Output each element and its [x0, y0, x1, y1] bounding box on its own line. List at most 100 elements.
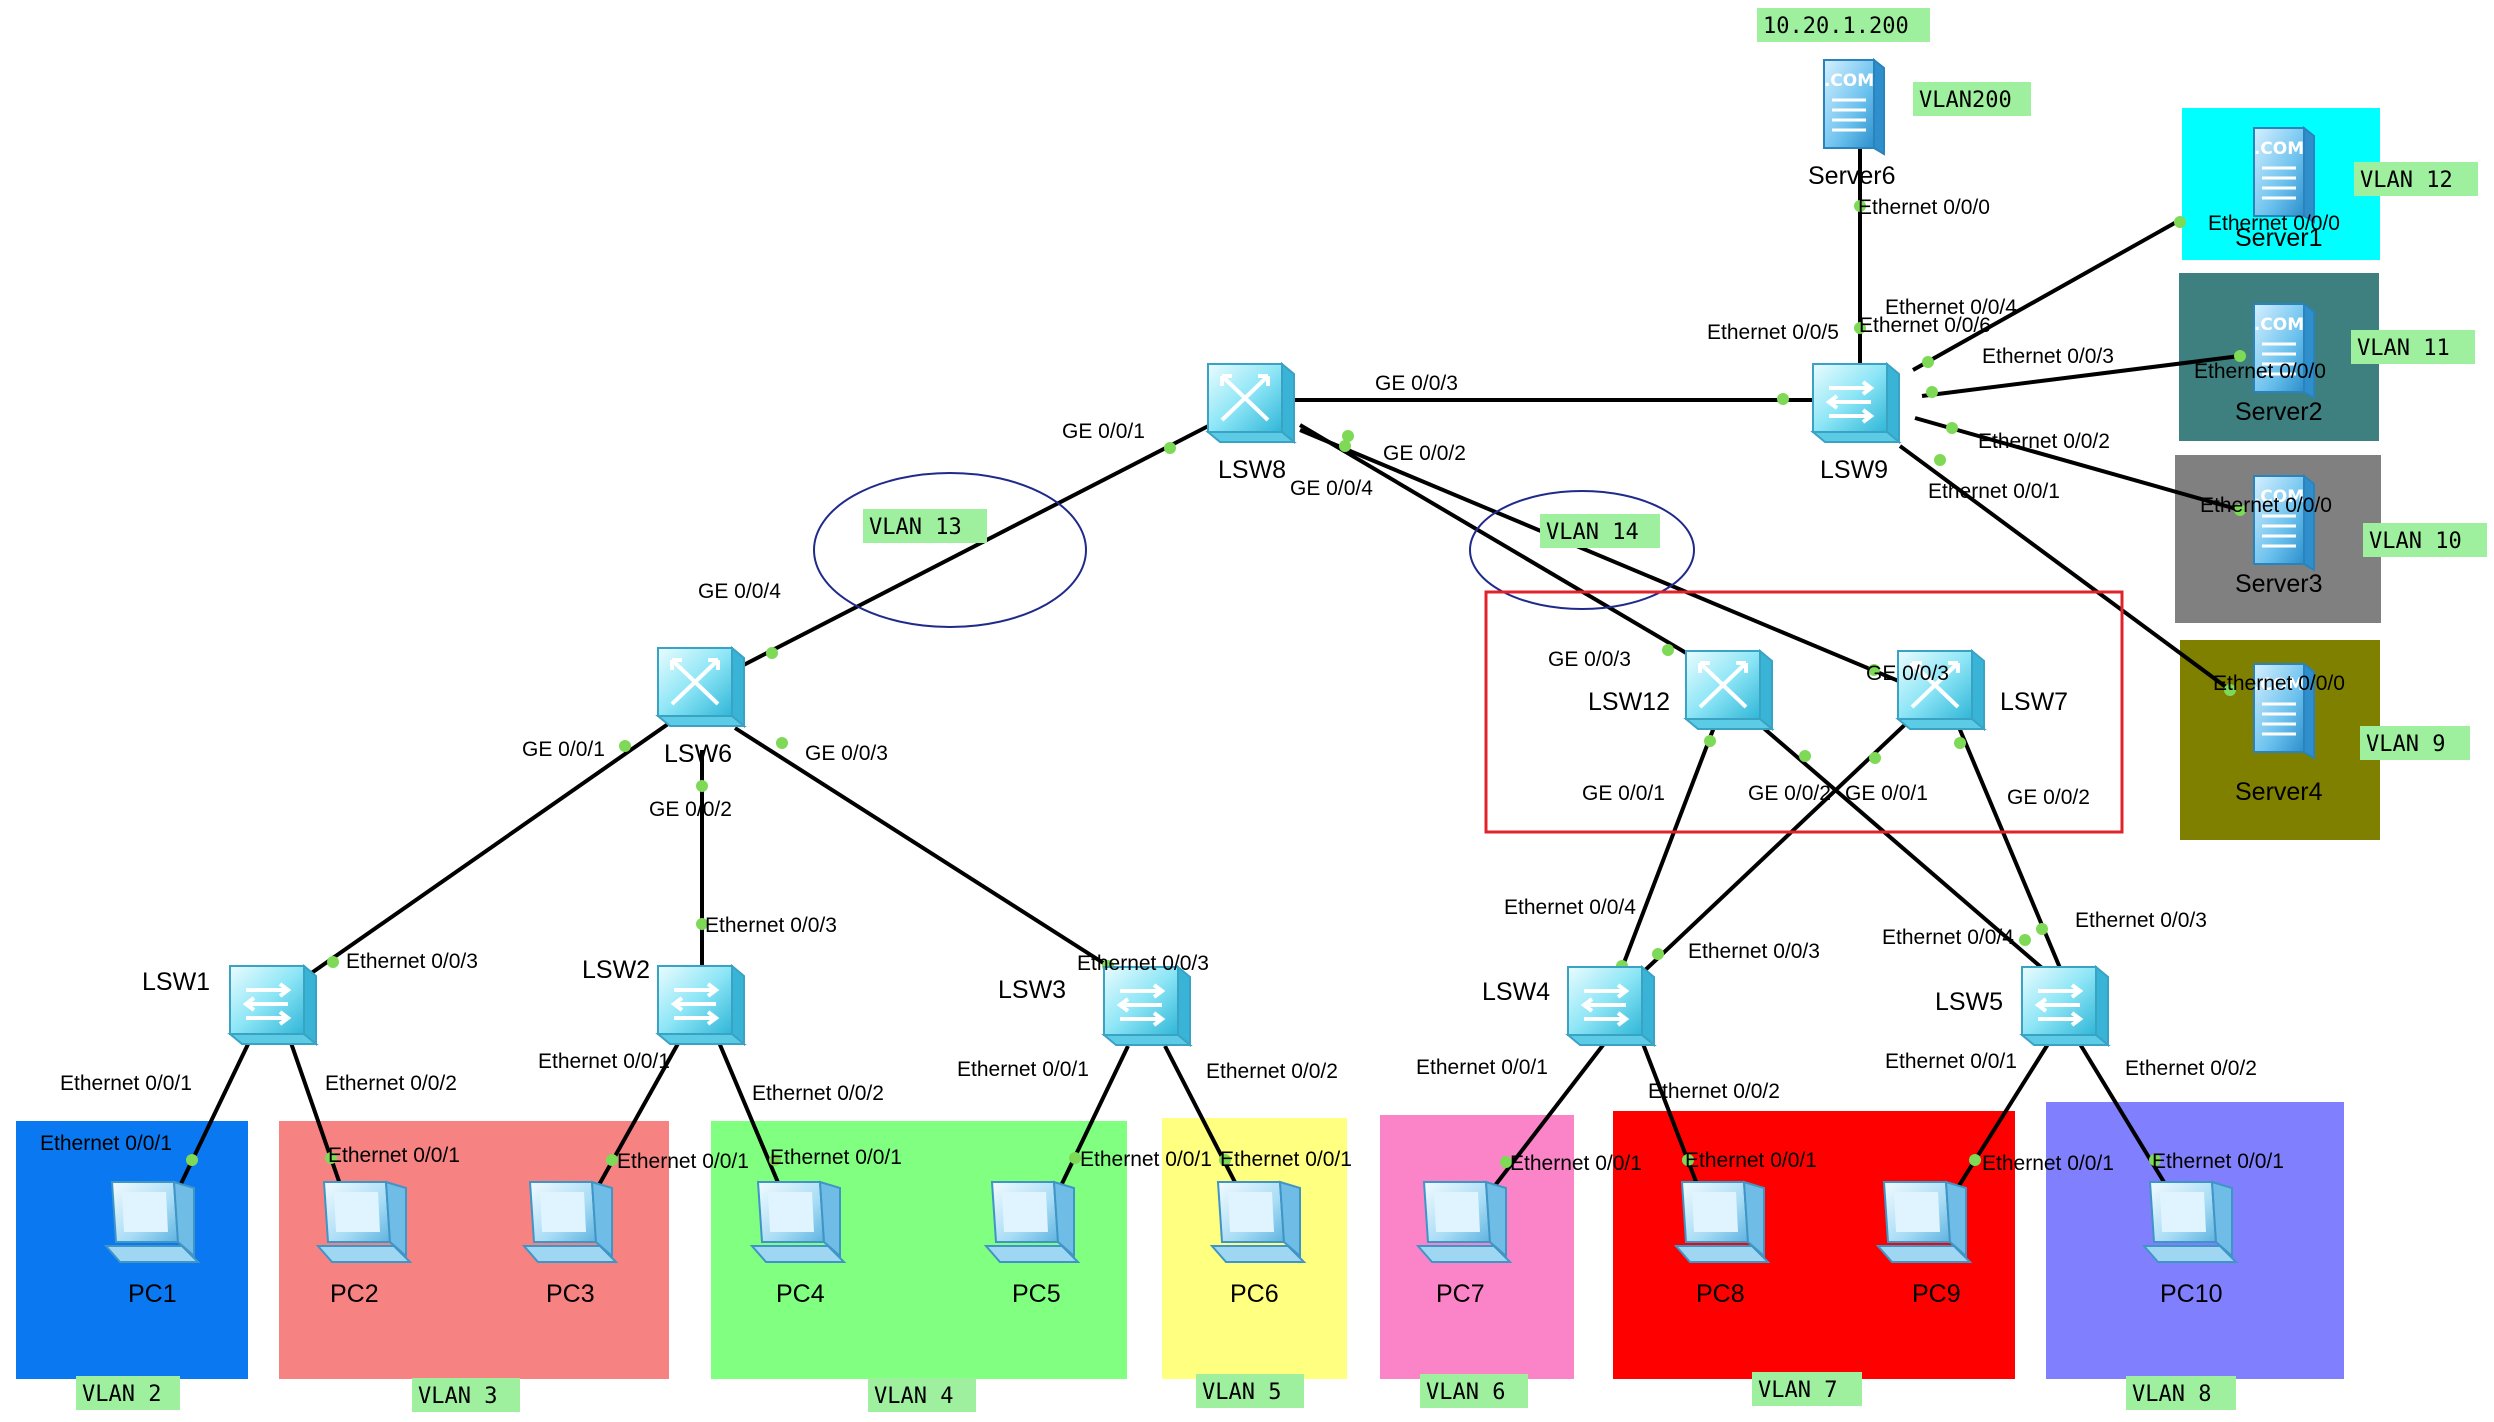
- svg-text:VLAN 14: VLAN 14: [1546, 520, 1639, 545]
- label-lsw3: LSW3: [998, 976, 1066, 1004]
- label-lsw5: LSW5: [1935, 988, 2003, 1016]
- tag-vlan12: VLAN 12: [2354, 162, 2478, 196]
- port-label: GE 0/0/3: [1866, 662, 1949, 685]
- label-pc9: PC9: [1912, 1280, 1961, 1308]
- port-label: Ethernet 0/0/4: [1882, 926, 2014, 949]
- switch-lsw8[interactable]: [1206, 362, 1296, 444]
- switch-lsw9[interactable]: [1811, 362, 1901, 444]
- tag-vlan10: VLAN 10: [2363, 523, 2487, 557]
- port-label: Ethernet 0/0/0: [1858, 196, 1990, 219]
- svg-text:VLAN 8: VLAN 8: [2132, 1382, 2211, 1407]
- link-lsw8-lsw7: [1299, 428, 1921, 692]
- port-label: Ethernet 0/0/3: [1982, 345, 2114, 368]
- switch-lsw2[interactable]: [656, 964, 746, 1046]
- server-server1[interactable]: [2252, 126, 2316, 224]
- svg-text:VLAN 6: VLAN 6: [1426, 1380, 1505, 1405]
- port-label: Ethernet 0/0/2: [1978, 430, 2110, 453]
- port-label: Ethernet 0/0/1: [1510, 1152, 1642, 1175]
- label-pc6: PC6: [1230, 1280, 1279, 1308]
- label-server6: Server6: [1808, 162, 1896, 190]
- link-lsw12-lsw4: [1620, 721, 1718, 969]
- label-lsw12: LSW12: [1588, 688, 1670, 716]
- vlan13-ellipse: [813, 472, 1087, 628]
- link-lsw3-pc6: [1163, 1045, 1242, 1193]
- port-label: GE 0/0/1: [522, 738, 605, 761]
- pc-pc3[interactable]: [523, 1181, 617, 1263]
- pc-pc4[interactable]: [751, 1181, 845, 1263]
- port-label: GE 0/0/2: [1748, 782, 1831, 805]
- port-label: Ethernet 0/0/1: [1685, 1149, 1817, 1172]
- pc-pc6[interactable]: [1211, 1181, 1305, 1263]
- pc-pc7[interactable]: [1417, 1181, 1511, 1263]
- label-pc4: PC4: [776, 1280, 825, 1308]
- switch-lsw4[interactable]: [1566, 965, 1656, 1047]
- port-label: Ethernet 0/0/1: [1220, 1148, 1352, 1171]
- port-label: Ethernet 0/0/4: [1504, 896, 1636, 919]
- port-label: Ethernet 0/0/3: [705, 914, 837, 937]
- link-lsw12-lsw5: [1758, 723, 2044, 970]
- pc-pc2[interactable]: [317, 1181, 411, 1263]
- tag-vlan11: VLAN 11: [2351, 330, 2475, 364]
- port-label: GE 0/0/3: [805, 742, 888, 765]
- label-server1: Server1: [2235, 224, 2323, 252]
- svg-text:VLAN 10: VLAN 10: [2369, 529, 2462, 554]
- link-lsw6-lsw1: [288, 722, 670, 990]
- tag-vlan8: VLAN 8: [2126, 1376, 2236, 1410]
- label-pc2: PC2: [330, 1280, 379, 1308]
- label-lsw4: LSW4: [1482, 978, 1550, 1006]
- link-lsw4-pc8: [1638, 1035, 1702, 1193]
- label-server4: Server4: [2235, 778, 2323, 806]
- port-label: GE 0/0/4: [698, 580, 781, 603]
- label-pc1: PC1: [128, 1280, 177, 1308]
- port-label: GE 0/0/4: [1290, 477, 1373, 500]
- svg-text:VLAN 5: VLAN 5: [1202, 1380, 1281, 1405]
- server-server3[interactable]: [2252, 474, 2316, 572]
- label-lsw6: LSW6: [664, 740, 732, 768]
- link-lsw7-lsw4: [1638, 716, 1914, 977]
- port-label: Ethernet 0/0/0: [2213, 672, 2345, 695]
- port-label: Ethernet 0/0/3: [2075, 909, 2207, 932]
- link-lsw9-server4: [1898, 444, 2232, 692]
- svg-text:VLAN 13: VLAN 13: [869, 515, 962, 540]
- switch-lsw12[interactable]: [1684, 649, 1774, 731]
- port-label: Ethernet 0/0/2: [1648, 1080, 1780, 1103]
- pc-pc1[interactable]: [105, 1181, 199, 1263]
- vlan14-ellipse: [1469, 490, 1695, 610]
- link-lsw2-pc4: [716, 1039, 784, 1193]
- switch-lsw5[interactable]: [2020, 965, 2110, 1047]
- link-lsw9-server2: [1921, 354, 2241, 398]
- tag-vlan9: VLAN 9: [2360, 726, 2470, 760]
- port-label: Ethernet 0/0/4: [1885, 296, 2017, 319]
- tag-vlan13: VLAN 13: [863, 509, 987, 543]
- port-label: Ethernet 0/0/1: [1885, 1050, 2017, 1073]
- link-lsw9-server1: [1912, 218, 2181, 372]
- tag-vlan6: VLAN 6: [1420, 1374, 1528, 1408]
- tag-vlan5: VLAN 5: [1196, 1374, 1304, 1408]
- link-lsw5-pc10: [2078, 1042, 2172, 1194]
- link-lsw8-lsw12: [1298, 423, 1717, 672]
- label-pc7: PC7: [1436, 1280, 1485, 1308]
- svg-text:VLAN 12: VLAN 12: [2360, 168, 2453, 193]
- pc-pc5[interactable]: [985, 1181, 1079, 1263]
- port-label: Ethernet 0/0/3: [1077, 952, 1209, 975]
- server-server6[interactable]: [1822, 58, 1886, 156]
- server-server2[interactable]: [2252, 302, 2316, 400]
- port-label: GE 0/0/3: [1548, 648, 1631, 671]
- link-lsw1-pc2: [288, 1039, 344, 1191]
- link-lsw9-server3: [1914, 416, 2241, 512]
- switch-lsw3[interactable]: [1102, 965, 1192, 1047]
- switch-lsw1[interactable]: [228, 964, 318, 1046]
- switch-lsw6[interactable]: [656, 646, 746, 728]
- pc-pc9[interactable]: [1877, 1181, 1971, 1263]
- tag-vlan2: VLAN 2: [76, 1376, 180, 1410]
- pc-pc8[interactable]: [1675, 1181, 1769, 1263]
- pc-pc10[interactable]: [2143, 1181, 2237, 1263]
- tag-vlan3: VLAN 3: [412, 1378, 520, 1412]
- port-label: Ethernet 0/0/1: [1928, 480, 2060, 503]
- link-lsw3-pc5: [1056, 1045, 1130, 1193]
- svg-text:VLAN 11: VLAN 11: [2357, 336, 2450, 361]
- port-label: Ethernet 0/0/1: [957, 1058, 1089, 1081]
- core-box: [1484, 590, 2124, 834]
- port-label: Ethernet 0/0/0: [2194, 360, 2326, 383]
- svg-text:VLAN 2: VLAN 2: [82, 1382, 161, 1407]
